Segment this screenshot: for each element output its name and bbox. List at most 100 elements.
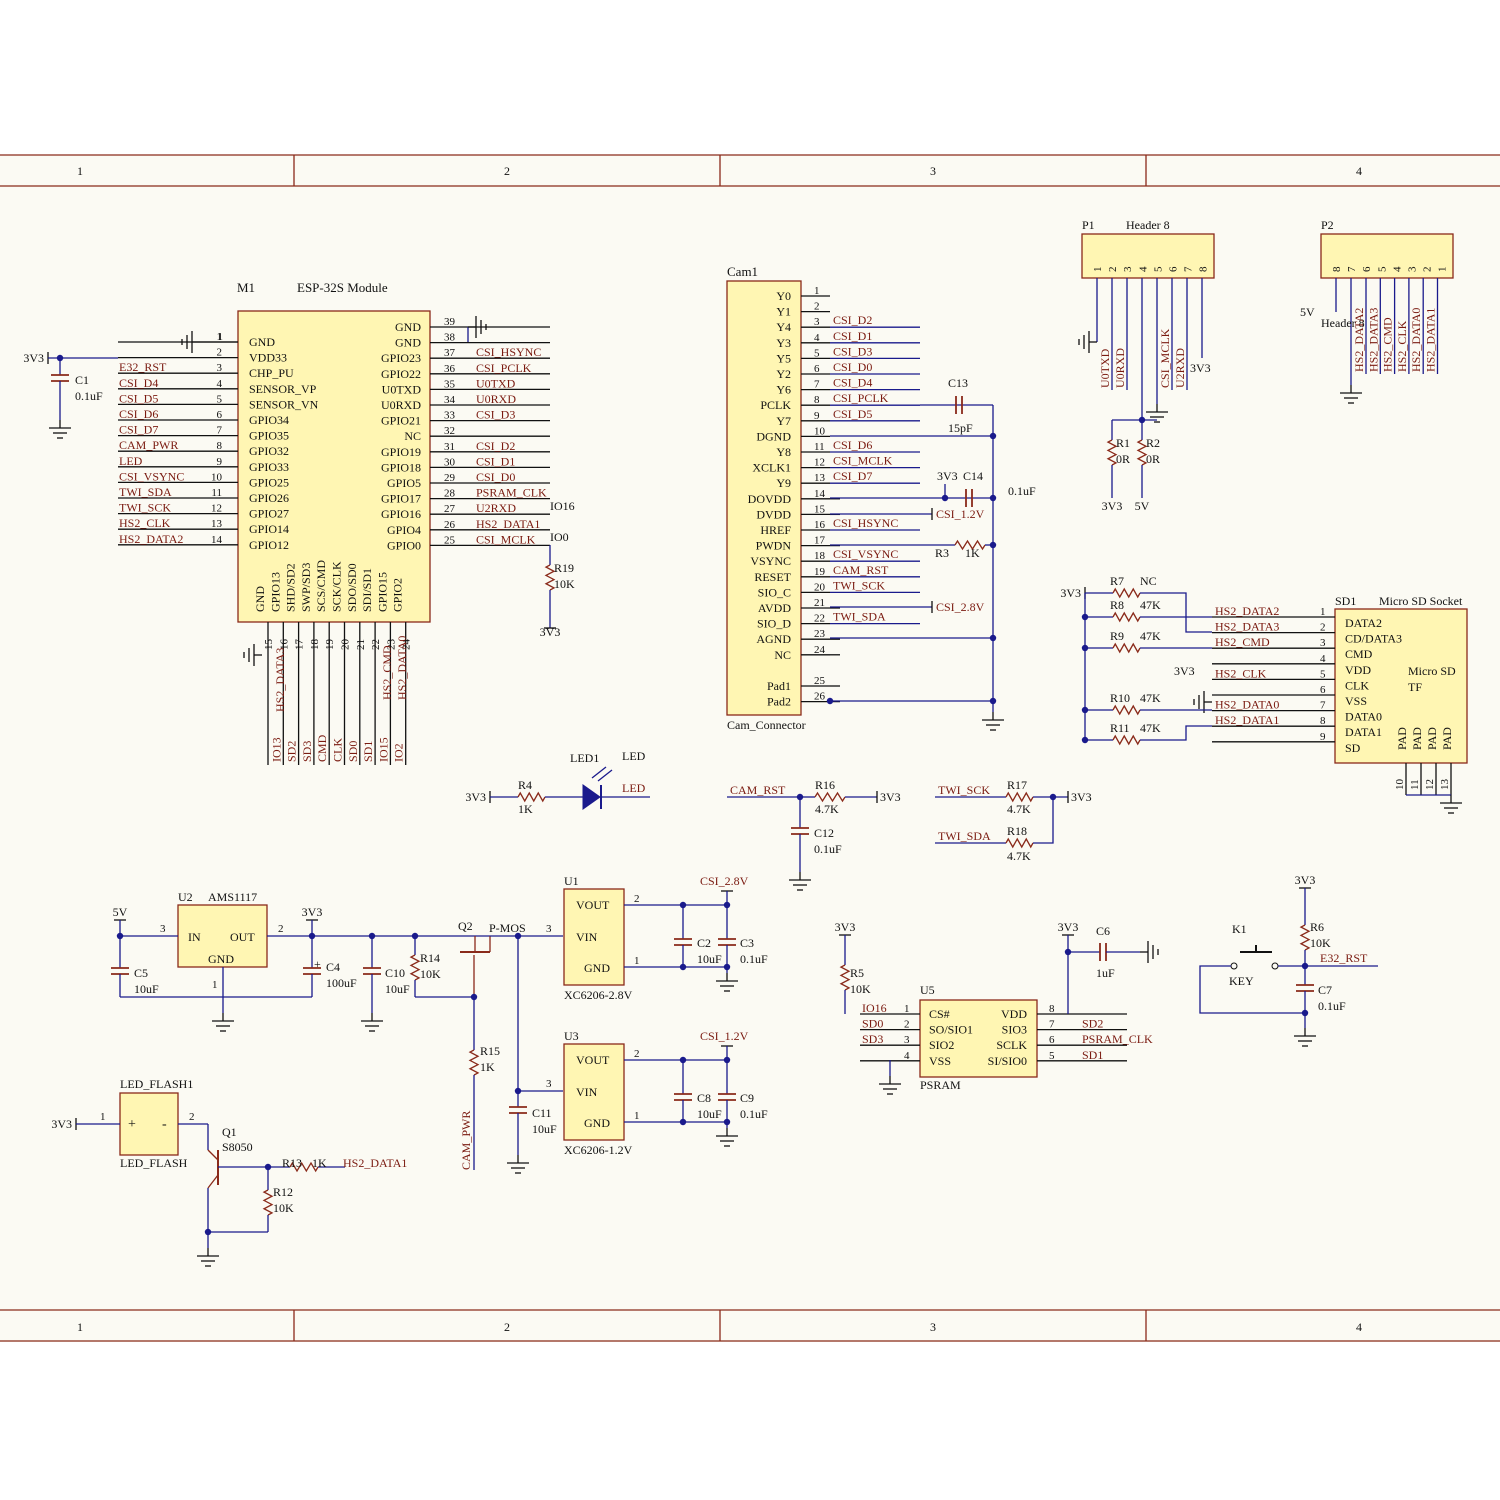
pin-number: 25 bbox=[814, 675, 826, 687]
pin-name: DGND bbox=[756, 429, 791, 443]
resistor-designator: R1 bbox=[1116, 436, 1130, 450]
pin-name: PAD bbox=[1410, 727, 1424, 750]
resistor-symbol bbox=[1005, 791, 1034, 803]
resistor-value: 10K bbox=[554, 577, 575, 591]
pin-name: GPIO21 bbox=[381, 414, 421, 428]
pin-number: 6 bbox=[1168, 266, 1180, 272]
net-label: U2RXD bbox=[476, 501, 516, 515]
pin-name: SCS/CMD bbox=[314, 560, 328, 612]
net-label: IO13 bbox=[269, 737, 283, 762]
net-label: PSRAM_CLK bbox=[476, 486, 547, 500]
pin-number: 1 bbox=[1320, 606, 1326, 618]
net-label: U0TXD bbox=[476, 376, 516, 390]
pin-number: 3 bbox=[546, 1078, 552, 1090]
pin-number: 30 bbox=[444, 456, 456, 468]
capacitor-designator: C8 bbox=[697, 1091, 711, 1105]
component-footer: XC6206-1.2V bbox=[564, 1143, 633, 1157]
pin-number: 35 bbox=[444, 378, 456, 390]
net-label: HS2_CLK bbox=[1395, 320, 1409, 372]
resistor-value: 10K bbox=[273, 1201, 294, 1215]
capacitor-designator: C1 bbox=[75, 373, 89, 387]
power-net-label: 3V3 bbox=[835, 920, 856, 934]
pin-name: AVDD bbox=[758, 601, 791, 615]
pin-number: 4 bbox=[814, 332, 820, 344]
resistor-designator: R11 bbox=[1110, 721, 1130, 735]
net-label: CSI_PCLK bbox=[833, 391, 889, 405]
net-label: IO15 bbox=[376, 737, 390, 762]
pin-number: 7 bbox=[1183, 266, 1195, 272]
pin-number: 5 bbox=[217, 393, 223, 405]
resistor-value: 1K bbox=[518, 802, 533, 816]
resistor-value: 10K bbox=[420, 967, 441, 981]
pin-number: 16 bbox=[278, 639, 290, 651]
pin-number: 1 bbox=[904, 1003, 910, 1015]
component-designator: SD1 bbox=[1335, 594, 1356, 608]
led-flash-body bbox=[119, 1092, 179, 1156]
resistor-designator: R14 bbox=[420, 951, 440, 965]
capacitor-designator: C12 bbox=[814, 826, 834, 840]
pin-name: SDI/SD1 bbox=[360, 568, 374, 612]
pin-number: 27 bbox=[444, 503, 456, 515]
pin-number: 7 bbox=[217, 425, 223, 437]
led-arrow bbox=[597, 769, 613, 782]
pin-number: 9 bbox=[1320, 731, 1326, 743]
pin-number: 14 bbox=[814, 488, 826, 500]
power-net-label: CSI_2.8V bbox=[936, 600, 985, 614]
zone-label: 3 bbox=[930, 1320, 936, 1334]
net-label: HS2_DATA3 bbox=[1366, 308, 1380, 372]
zone-label: 4 bbox=[1356, 164, 1362, 178]
net-label: CAM_RST bbox=[730, 783, 786, 797]
transistor-symbol bbox=[207, 1149, 219, 1161]
pin-name: GPIO15 bbox=[375, 572, 389, 612]
net-label: HS2_CMD bbox=[380, 645, 394, 700]
pin-number: 3 bbox=[160, 923, 166, 935]
net-label: CSI_VSYNC bbox=[119, 469, 184, 483]
net-label: CSI_MCLK bbox=[1158, 328, 1172, 388]
pin-number: 19 bbox=[814, 566, 826, 578]
pin-number: 8 bbox=[1331, 266, 1343, 272]
pin-number: 17 bbox=[294, 639, 306, 651]
pin-name: SHD/SD2 bbox=[284, 563, 298, 612]
net-label: CMD bbox=[315, 734, 329, 762]
net-label: CSI_D6 bbox=[833, 438, 872, 452]
resistor-symbol bbox=[409, 954, 421, 981]
component-title: S8050 bbox=[222, 1140, 253, 1154]
pin-number: 20 bbox=[814, 581, 826, 593]
pin-number: 10 bbox=[814, 425, 826, 437]
pin-number: 5 bbox=[814, 347, 820, 359]
pin-name: Y1 bbox=[776, 305, 791, 319]
pin-name: SIO_D bbox=[757, 617, 791, 631]
resistor-value: 10K bbox=[850, 982, 871, 996]
pin-name: SCK/CLK bbox=[330, 561, 344, 612]
pin-name: GPIO32 bbox=[249, 444, 289, 458]
component-designator: K1 bbox=[1232, 922, 1247, 936]
net-label: CSI_HSYNC bbox=[833, 516, 898, 530]
zone-label: 4 bbox=[1356, 1320, 1362, 1334]
pin-name: SENSOR_VN bbox=[249, 397, 319, 411]
pin-name: GPIO12 bbox=[249, 538, 289, 552]
pin-name: GND bbox=[584, 961, 610, 975]
capacitor-designator: C13 bbox=[948, 376, 968, 390]
power-net-label: 5V bbox=[1135, 499, 1150, 513]
header-p1-body bbox=[1081, 233, 1215, 279]
capacitor-designator: C3 bbox=[740, 936, 754, 950]
pin-number: 15 bbox=[263, 639, 275, 651]
pin-number: 21 bbox=[355, 639, 367, 650]
pin-number: 6 bbox=[1320, 684, 1326, 696]
pin-number: 2 bbox=[1422, 267, 1434, 273]
net-label: HS2_DATA1 bbox=[1215, 713, 1279, 727]
zone-label: 1 bbox=[77, 1320, 83, 1334]
net-label: CAM_PWR bbox=[119, 438, 178, 452]
pin-name: SIO_C bbox=[758, 585, 791, 599]
power-net-label: CSI_2.8V bbox=[700, 874, 749, 888]
net-label: CSI_D2 bbox=[476, 439, 515, 453]
capacitor-designator: C10 bbox=[385, 966, 405, 980]
micro-sd-body bbox=[1334, 608, 1468, 764]
net-label: SD0 bbox=[862, 1017, 883, 1031]
pin-name: VSS bbox=[929, 1054, 951, 1068]
pin-name: CLK bbox=[1345, 678, 1369, 692]
pin-name: SD bbox=[1345, 741, 1361, 755]
resistor-symbol bbox=[1112, 704, 1141, 716]
pin-number: 36 bbox=[444, 363, 456, 375]
resistor-symbol bbox=[954, 539, 986, 551]
